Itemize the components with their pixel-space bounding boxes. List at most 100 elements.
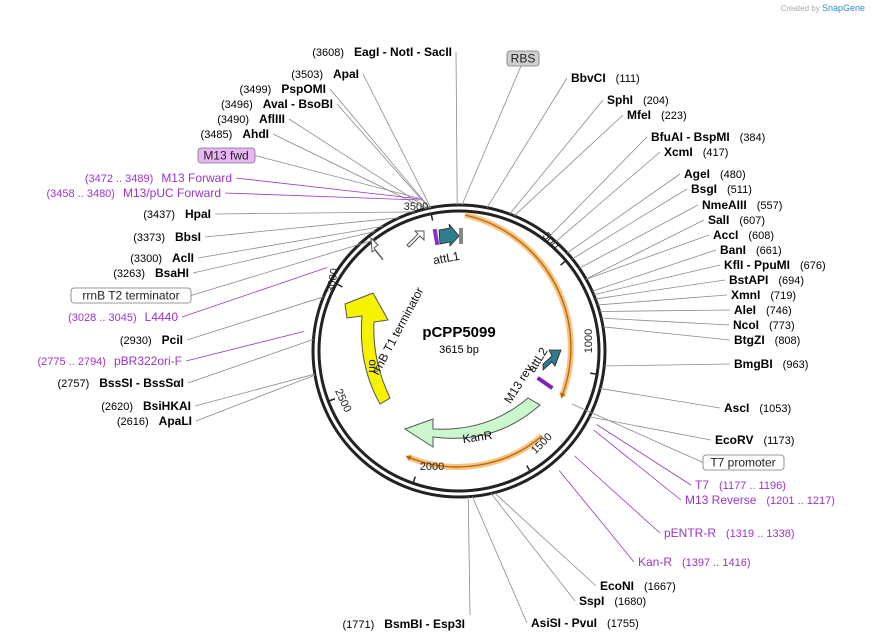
site-position: (2757) <box>57 378 89 390</box>
leader-line <box>601 317 730 326</box>
primer-range: (1177 .. 1196) <box>719 480 786 492</box>
site-name: XcmI <box>664 145 693 159</box>
attl1-feature <box>438 223 460 248</box>
attl2-feature <box>542 349 562 371</box>
boxed-label-frame <box>70 287 192 304</box>
restriction-site-left: (3263)BsaHI <box>113 266 189 280</box>
site-position: (719) <box>770 290 796 302</box>
boxed-label-frame <box>506 50 540 67</box>
site-name: AsiSI - PvuI <box>531 616 597 630</box>
site-position: (2620) <box>101 401 133 413</box>
site-position: (3373) <box>133 232 165 244</box>
site-position: (111) <box>616 73 640 85</box>
restriction-site-right: EcoRV(1173) <box>715 433 794 447</box>
leader-line <box>486 77 568 208</box>
inner-features <box>344 223 562 448</box>
boxed-feature-label: rrnB T2 terminator <box>82 289 179 303</box>
site-position: (608) <box>748 230 774 242</box>
leader-line <box>513 114 624 217</box>
primer-left: (3458 .. 3480)M13/pUC Forward <box>46 186 221 200</box>
tick-label: 3500 <box>404 201 428 213</box>
leader-line <box>595 279 726 300</box>
leader-line <box>549 136 648 237</box>
site-name: BmgBI <box>734 357 773 371</box>
leader-line <box>596 424 692 486</box>
leader-line <box>272 133 427 210</box>
site-name: KflI - PpuMI <box>724 258 790 272</box>
site-position: (607) <box>739 215 765 227</box>
restriction-site-right: AgeI(480) <box>684 167 746 181</box>
attl1-marker <box>432 228 440 246</box>
feature-arcs <box>405 212 574 470</box>
inner-feature-label: KanR <box>462 428 494 446</box>
site-name: BssSI - BssSαI <box>99 376 184 390</box>
leader-line <box>509 99 604 215</box>
tick-label: 500 <box>540 230 561 252</box>
site-name: PciI <box>162 333 183 347</box>
leader-line <box>592 249 717 292</box>
site-position: (773) <box>769 320 795 332</box>
site-position: (746) <box>766 305 792 317</box>
leader-line <box>190 239 375 296</box>
restriction-site-right: BmgBI(963) <box>734 357 808 371</box>
rrnb-t2-terminator-feature <box>370 236 384 261</box>
site-position: (417) <box>703 147 729 159</box>
restriction-site-left: (3496)AvaI - BsoBI <box>221 97 333 111</box>
site-name: NmeAIII <box>702 198 747 212</box>
leader-line <box>471 496 528 624</box>
site-name: AvaI - BsoBI <box>263 97 333 111</box>
snapgene-credit: Created by SnapGene <box>781 3 865 13</box>
site-position: (661) <box>756 245 782 257</box>
site-position: (3490) <box>217 114 249 126</box>
primer-name: M13 Reverse <box>685 493 757 507</box>
leader-line <box>604 363 731 367</box>
primer-name: Kan-R <box>638 555 672 569</box>
site-position: (204) <box>643 95 669 107</box>
restriction-site-right: AleI(746) <box>734 303 792 317</box>
leader-line <box>204 217 400 238</box>
leader-line <box>214 211 415 215</box>
leader-line <box>197 225 384 259</box>
leader-line <box>602 326 731 341</box>
restriction-site-left: (2620)BsiHKAI <box>101 399 191 413</box>
primer-name: L4440 <box>145 310 179 324</box>
site-name: BfuAI - BspMI <box>651 130 730 144</box>
primer-name: pBR322ori-F <box>114 354 182 368</box>
tick-mark <box>412 476 417 484</box>
leader-line <box>254 155 419 199</box>
restriction-site-right: NcoI(773) <box>733 318 795 332</box>
site-name: BsgI <box>691 182 717 196</box>
restriction-site-left: (2757) BssSI - BssSαI <box>57 376 184 390</box>
tick-label: 2500 <box>332 387 353 414</box>
restriction-site-right: EcoNI(1667) <box>600 579 676 593</box>
site-position: (511) <box>727 184 752 196</box>
restriction-site-left: (3499) PspOMI <box>240 82 326 96</box>
leader-line <box>593 429 682 501</box>
snapgene-logo: SnapGene <box>821 3 865 13</box>
tick-label: 3000 <box>325 267 341 293</box>
site-name: BstAPI <box>729 273 768 287</box>
leader-line <box>362 73 432 208</box>
tick-label: 1000 <box>583 329 595 353</box>
site-position: (1173) <box>763 435 794 447</box>
site-name: PspOMI <box>281 82 326 96</box>
primer-range: (1319 .. 1338) <box>726 528 795 540</box>
site-position: (3263) <box>113 268 145 280</box>
site-name: MfeI <box>627 108 651 122</box>
restriction-site-left: (3485)AhdI <box>201 127 269 141</box>
site-position: (3499) <box>240 84 272 96</box>
site-name: SalI <box>708 213 729 227</box>
site-position: (2616) <box>117 416 149 428</box>
site-position: (1053) <box>759 403 791 415</box>
site-name: BtgZI <box>734 333 765 347</box>
restriction-site-left: (2930)PciI <box>120 333 183 347</box>
leader-line <box>192 231 376 274</box>
site-name: BbsI <box>175 230 201 244</box>
leader-line <box>336 103 430 209</box>
site-name: SphI <box>607 93 633 107</box>
site-name: AgeI <box>684 167 710 181</box>
restriction-site-right: BstAPI(694) <box>729 273 804 287</box>
leader-line <box>467 496 471 616</box>
tick-label: 2000 <box>420 461 444 473</box>
site-name: BanI <box>720 243 746 257</box>
